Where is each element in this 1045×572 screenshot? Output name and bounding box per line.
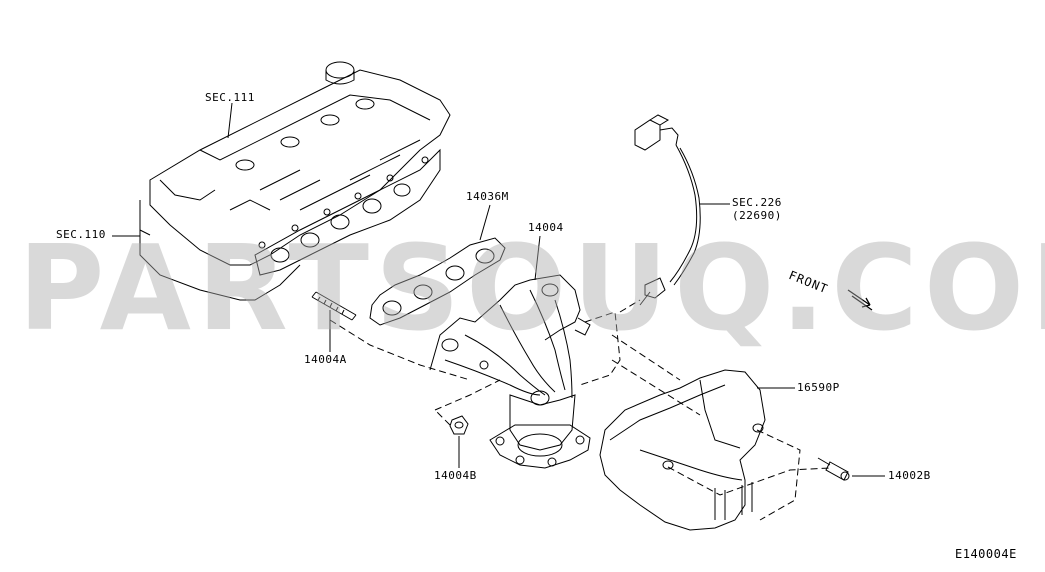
nut-14004b-drawing <box>449 415 469 468</box>
label-sec110[interactable]: SEC.110 <box>56 228 106 241</box>
assembly-leader-lines <box>329 299 831 521</box>
gasket-14036m-drawing <box>369 204 506 326</box>
front-arrow-icon <box>847 289 873 311</box>
label-sec226[interactable]: SEC.226 <box>732 196 782 209</box>
oxygen-sensor-drawing <box>634 114 730 306</box>
stud-14004a-drawing <box>311 291 357 352</box>
label-part-14036m[interactable]: 14036M <box>466 190 509 203</box>
label-part-14002b[interactable]: 14002B <box>888 469 931 482</box>
heat-shield-16590p-drawing <box>599 369 795 531</box>
label-sec226-sub[interactable]: (22690) <box>732 209 782 222</box>
label-part-14004a[interactable]: 14004A <box>304 353 347 366</box>
figure-id: E140004E <box>955 547 1017 561</box>
exhaust-manifold-14004-drawing <box>429 235 591 469</box>
label-part-14004[interactable]: 14004 <box>528 221 564 234</box>
cylinder-head-drawing <box>112 61 451 301</box>
bolt-14002b-drawing <box>817 457 885 481</box>
label-sec111[interactable]: SEC.111 <box>205 91 255 104</box>
label-part-14004b[interactable]: 14004B <box>434 469 477 482</box>
label-part-16590p[interactable]: 16590P <box>797 381 840 394</box>
